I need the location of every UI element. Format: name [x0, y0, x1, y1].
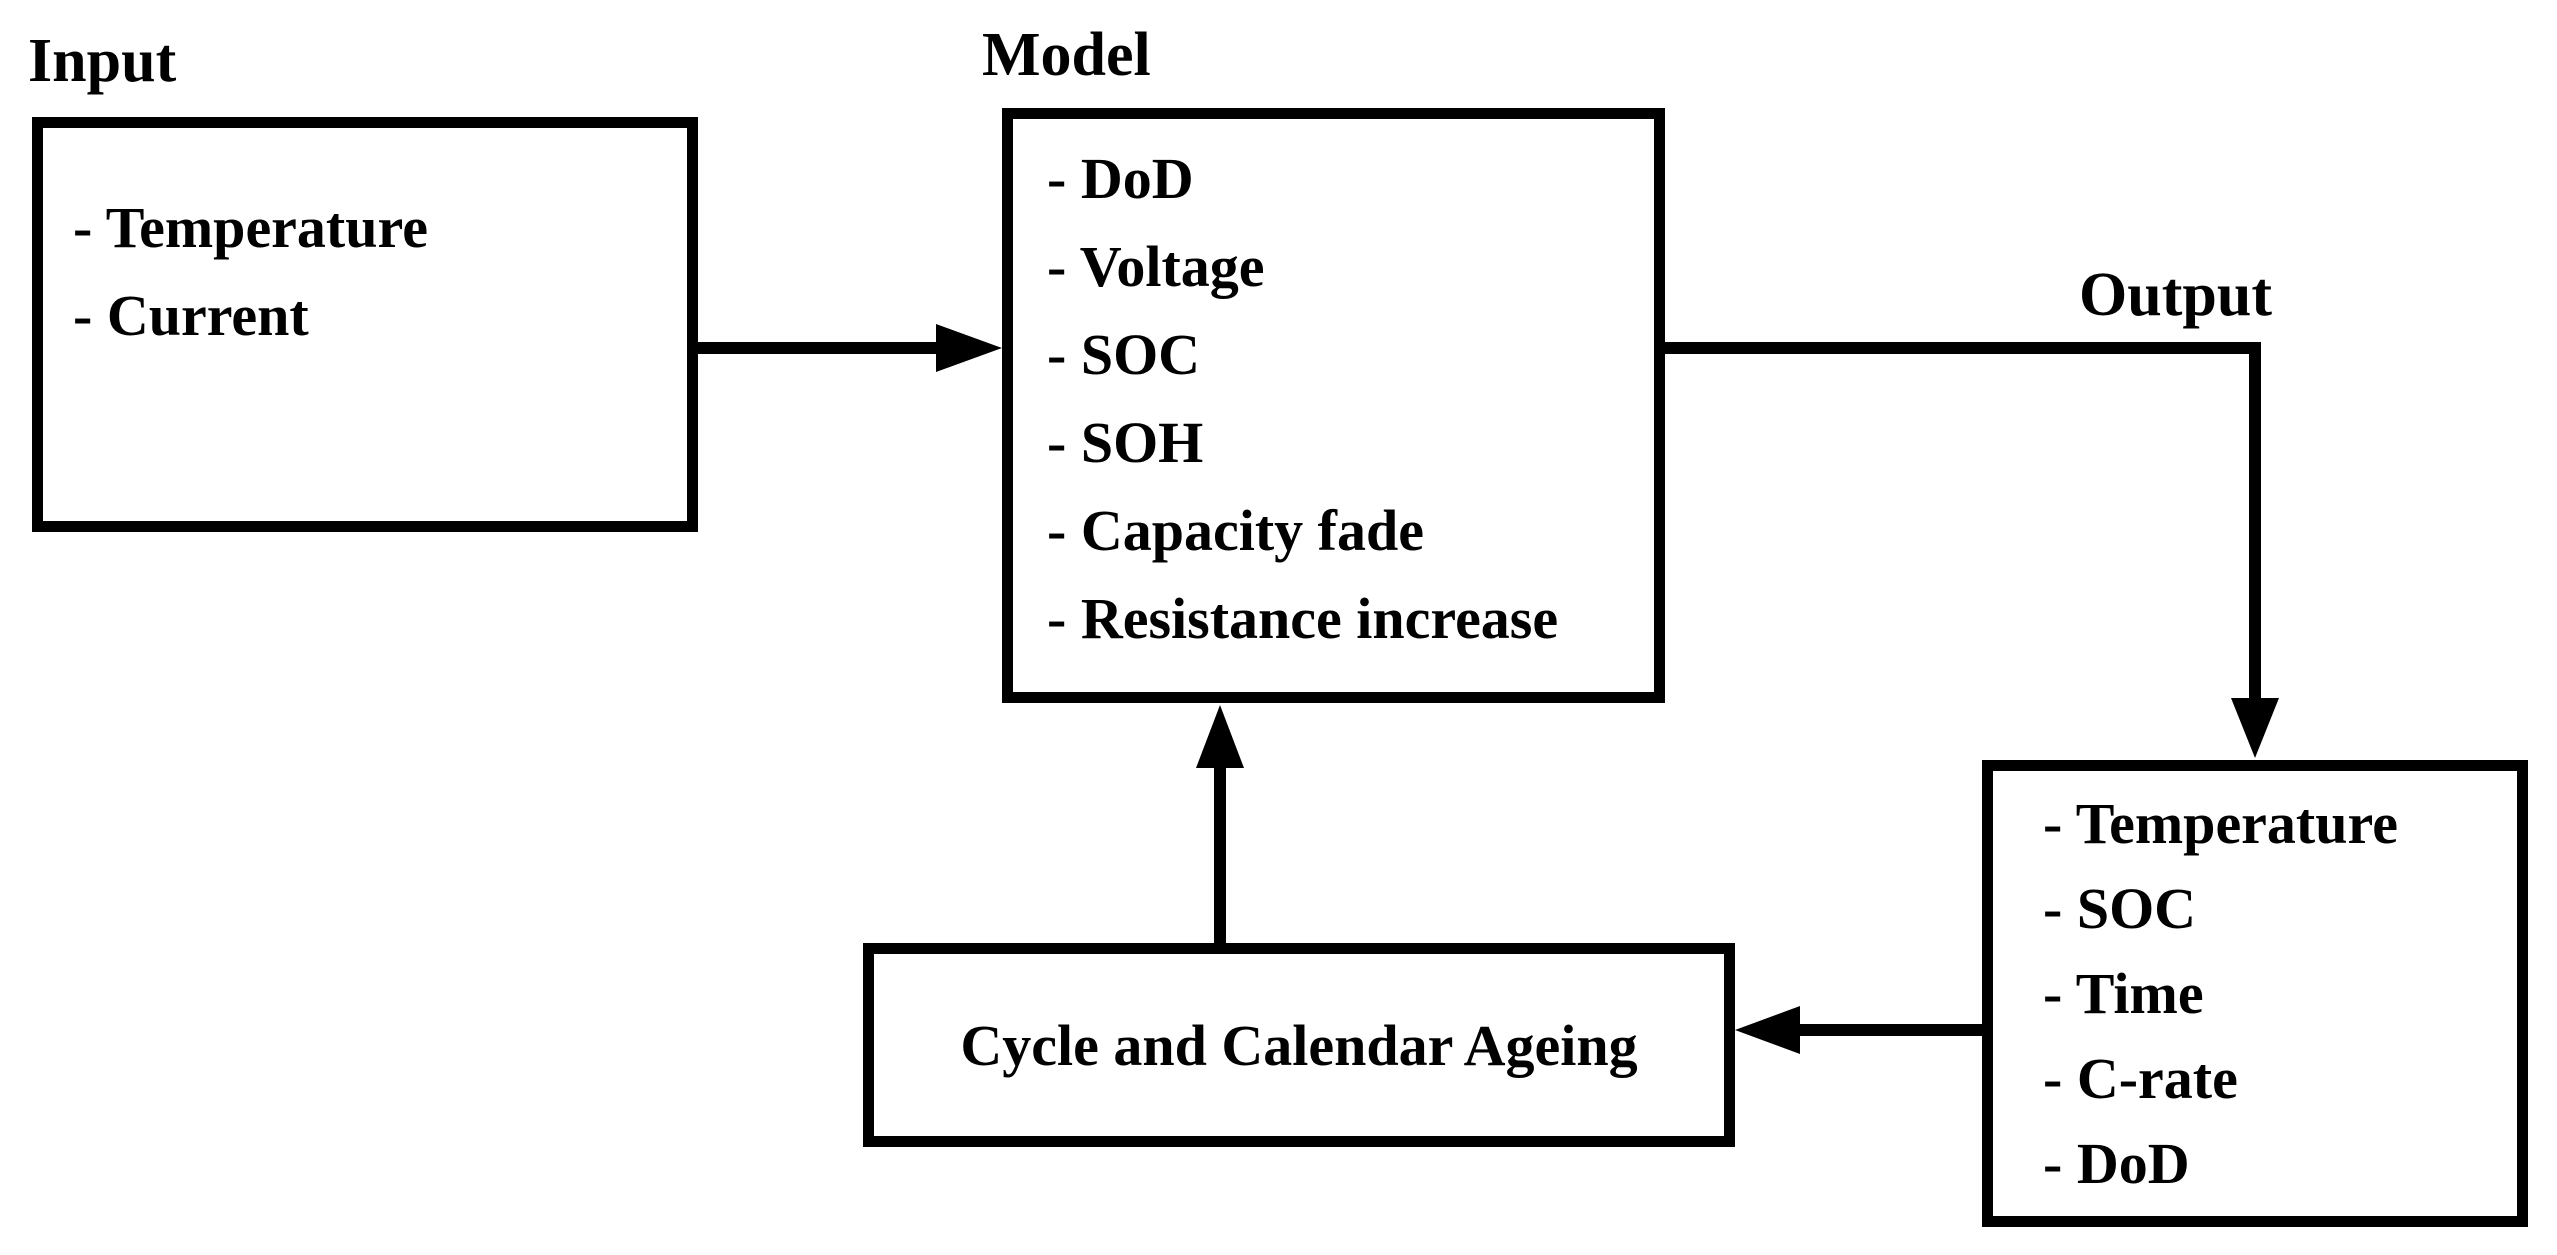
output-item-c-rate: - C-rate	[2043, 1046, 2238, 1111]
output-box: - Temperature - SOC - Time - C-rate - Do…	[1982, 760, 2528, 1227]
model-item-voltage: - Voltage	[1047, 234, 1265, 299]
output-item-dod: - DoD	[2043, 1131, 2190, 1196]
model-item-resistance-increase: - Resistance increase	[1047, 586, 1559, 651]
output-item-soc: - SOC	[2043, 876, 2197, 941]
input-section-label: Input	[28, 27, 177, 95]
output-item-temperature: - Temperature	[2043, 791, 2398, 856]
output-item-time: - Time	[2043, 961, 2204, 1026]
model-item-capacity-fade: - Capacity fade	[1047, 498, 1424, 563]
arrow-model-to-output	[1665, 342, 2279, 758]
model-item-dod: - DoD	[1047, 146, 1194, 211]
output-section-label: Output	[2079, 261, 2272, 329]
model-item-soh: - SOH	[1047, 410, 1204, 475]
ageing-box-label: Cycle and Calendar Ageing	[960, 1012, 1638, 1078]
model-item-list: - DoD - Voltage - SOC - SOH - Capacity f…	[1013, 119, 1654, 663]
model-section-label: Model	[982, 21, 1151, 89]
arrow-ageing-to-model	[1196, 705, 1244, 943]
arrow-output-to-ageing	[1735, 1006, 1982, 1054]
model-item-soc: - SOC	[1047, 322, 1201, 387]
input-item-current: - Current	[73, 283, 309, 348]
model-box: - DoD - Voltage - SOC - SOH - Capacity f…	[1002, 108, 1665, 703]
input-box: - Temperature - Current	[32, 117, 698, 532]
input-item-list: - Temperature - Current	[43, 128, 687, 360]
input-item-temperature: - Temperature	[73, 195, 428, 260]
output-item-list: - Temperature - SOC - Time - C-rate - Do…	[1993, 771, 2517, 1206]
ageing-box: Cycle and Calendar Ageing	[863, 943, 1735, 1147]
arrow-input-to-model	[698, 324, 1002, 372]
